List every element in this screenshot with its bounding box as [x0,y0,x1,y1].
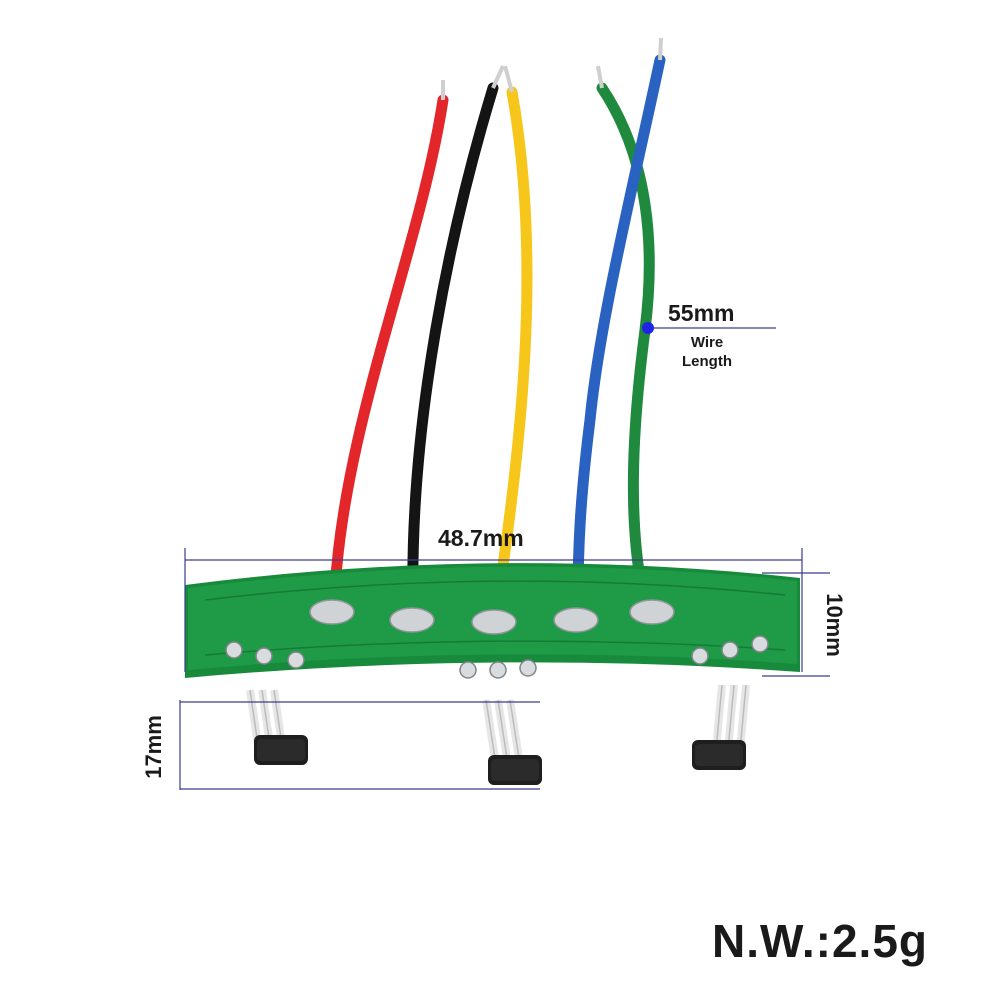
sensor-right [692,684,750,770]
solder-pads [309,599,675,635]
dimension-lines [179,327,830,790]
sensor-middle [482,699,542,785]
wire-length-caption: Wire Length [672,333,742,371]
wire-blue [572,37,666,606]
wire-yellow [492,65,533,606]
wire-length-marker [642,322,654,334]
board-height-value: 10mm [821,593,847,657]
wire-red [329,80,449,596]
wire-black [407,65,505,606]
wire-length-caption-text: Wire Length [682,334,732,370]
board-width-value: 48.7mm [438,525,524,551]
wire-length-value: 55mm [668,300,735,326]
sensor-left [246,689,308,765]
net-weight: N.W.:2.5g [712,915,929,967]
pin-holes [225,635,769,679]
pin-length-value: 17mm [140,715,166,779]
